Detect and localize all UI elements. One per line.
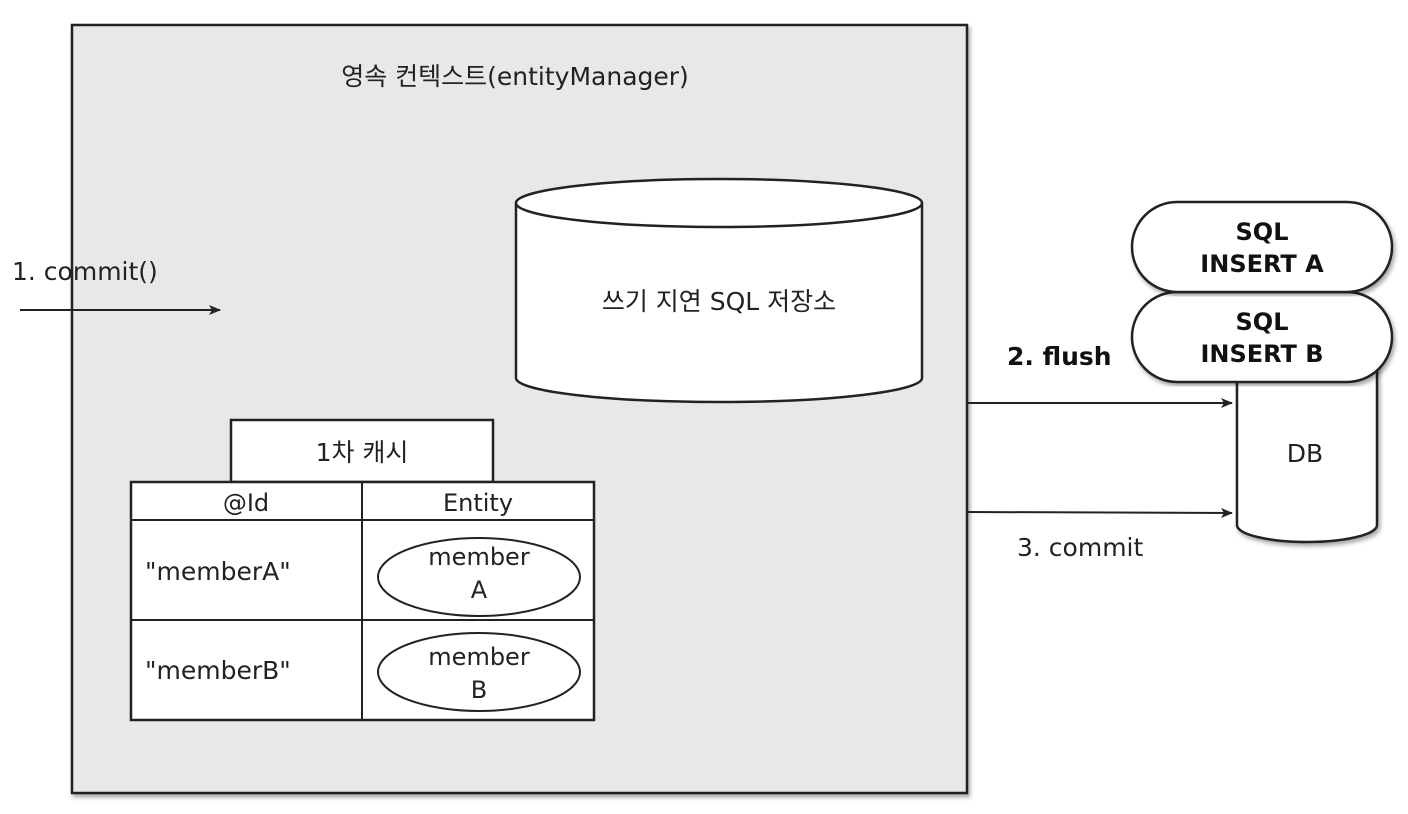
- entity-member-a-line1: member: [428, 543, 530, 571]
- cache-header-entity: Entity: [443, 489, 513, 517]
- sql-insert-b-line2: INSERT B: [1200, 340, 1323, 368]
- write-store-label: 쓰기 지연 SQL 저장소: [602, 287, 836, 316]
- write-behind-sql-store: 쓰기 지연 SQL 저장소: [514, 177, 924, 404]
- cache-header-id: @Id: [223, 489, 269, 517]
- db-cylinder: [1235, 358, 1379, 544]
- write-store-cylinder-top: [514, 177, 924, 229]
- flush-step: 2. flush: [967, 342, 1233, 408]
- first-level-cache: 1차 캐시 @Id Entity "memberA" member A "mem…: [129, 418, 596, 722]
- write-store-cylinder-body: [514, 203, 924, 404]
- entity-member-a-line2: A: [471, 576, 488, 604]
- commit-call: 1. commit(): [12, 257, 221, 315]
- sql-insert-a-capsule: [1130, 200, 1394, 294]
- database: DB: [1235, 358, 1379, 544]
- commit-step: 3. commit: [966, 507, 1233, 562]
- cache-title-tab: [229, 418, 495, 484]
- sql-insert-a-line1: SQL: [1236, 218, 1289, 246]
- persistence-context-title: 영속 컨텍스트(entityManager): [341, 62, 689, 91]
- cache-row-id-memberb: "memberB": [145, 656, 291, 685]
- entity-member-a: [377, 537, 581, 617]
- db-label: DB: [1287, 439, 1323, 468]
- sql-insert-b-capsule: [1130, 290, 1394, 384]
- sql-insert-b-line1: SQL: [1236, 308, 1289, 336]
- entity-member-b-line1: member: [428, 643, 530, 671]
- sql-insert-a: SQL INSERT A: [1130, 200, 1394, 294]
- cache-title: 1차 캐시: [316, 438, 409, 467]
- entity-member-b: [377, 632, 581, 712]
- commit-arrow: [966, 507, 1233, 518]
- commit-label: 3. commit: [1017, 533, 1143, 562]
- entity-member-b-line2: B: [471, 676, 487, 704]
- sql-insert-b: SQL INSERT B: [1130, 290, 1394, 384]
- flush-label: 2. flush: [1007, 342, 1112, 371]
- commit-call-label: 1. commit(): [12, 257, 158, 286]
- cache-row-id-membera: "memberA": [145, 557, 291, 586]
- sql-insert-a-line2: INSERT A: [1200, 250, 1324, 278]
